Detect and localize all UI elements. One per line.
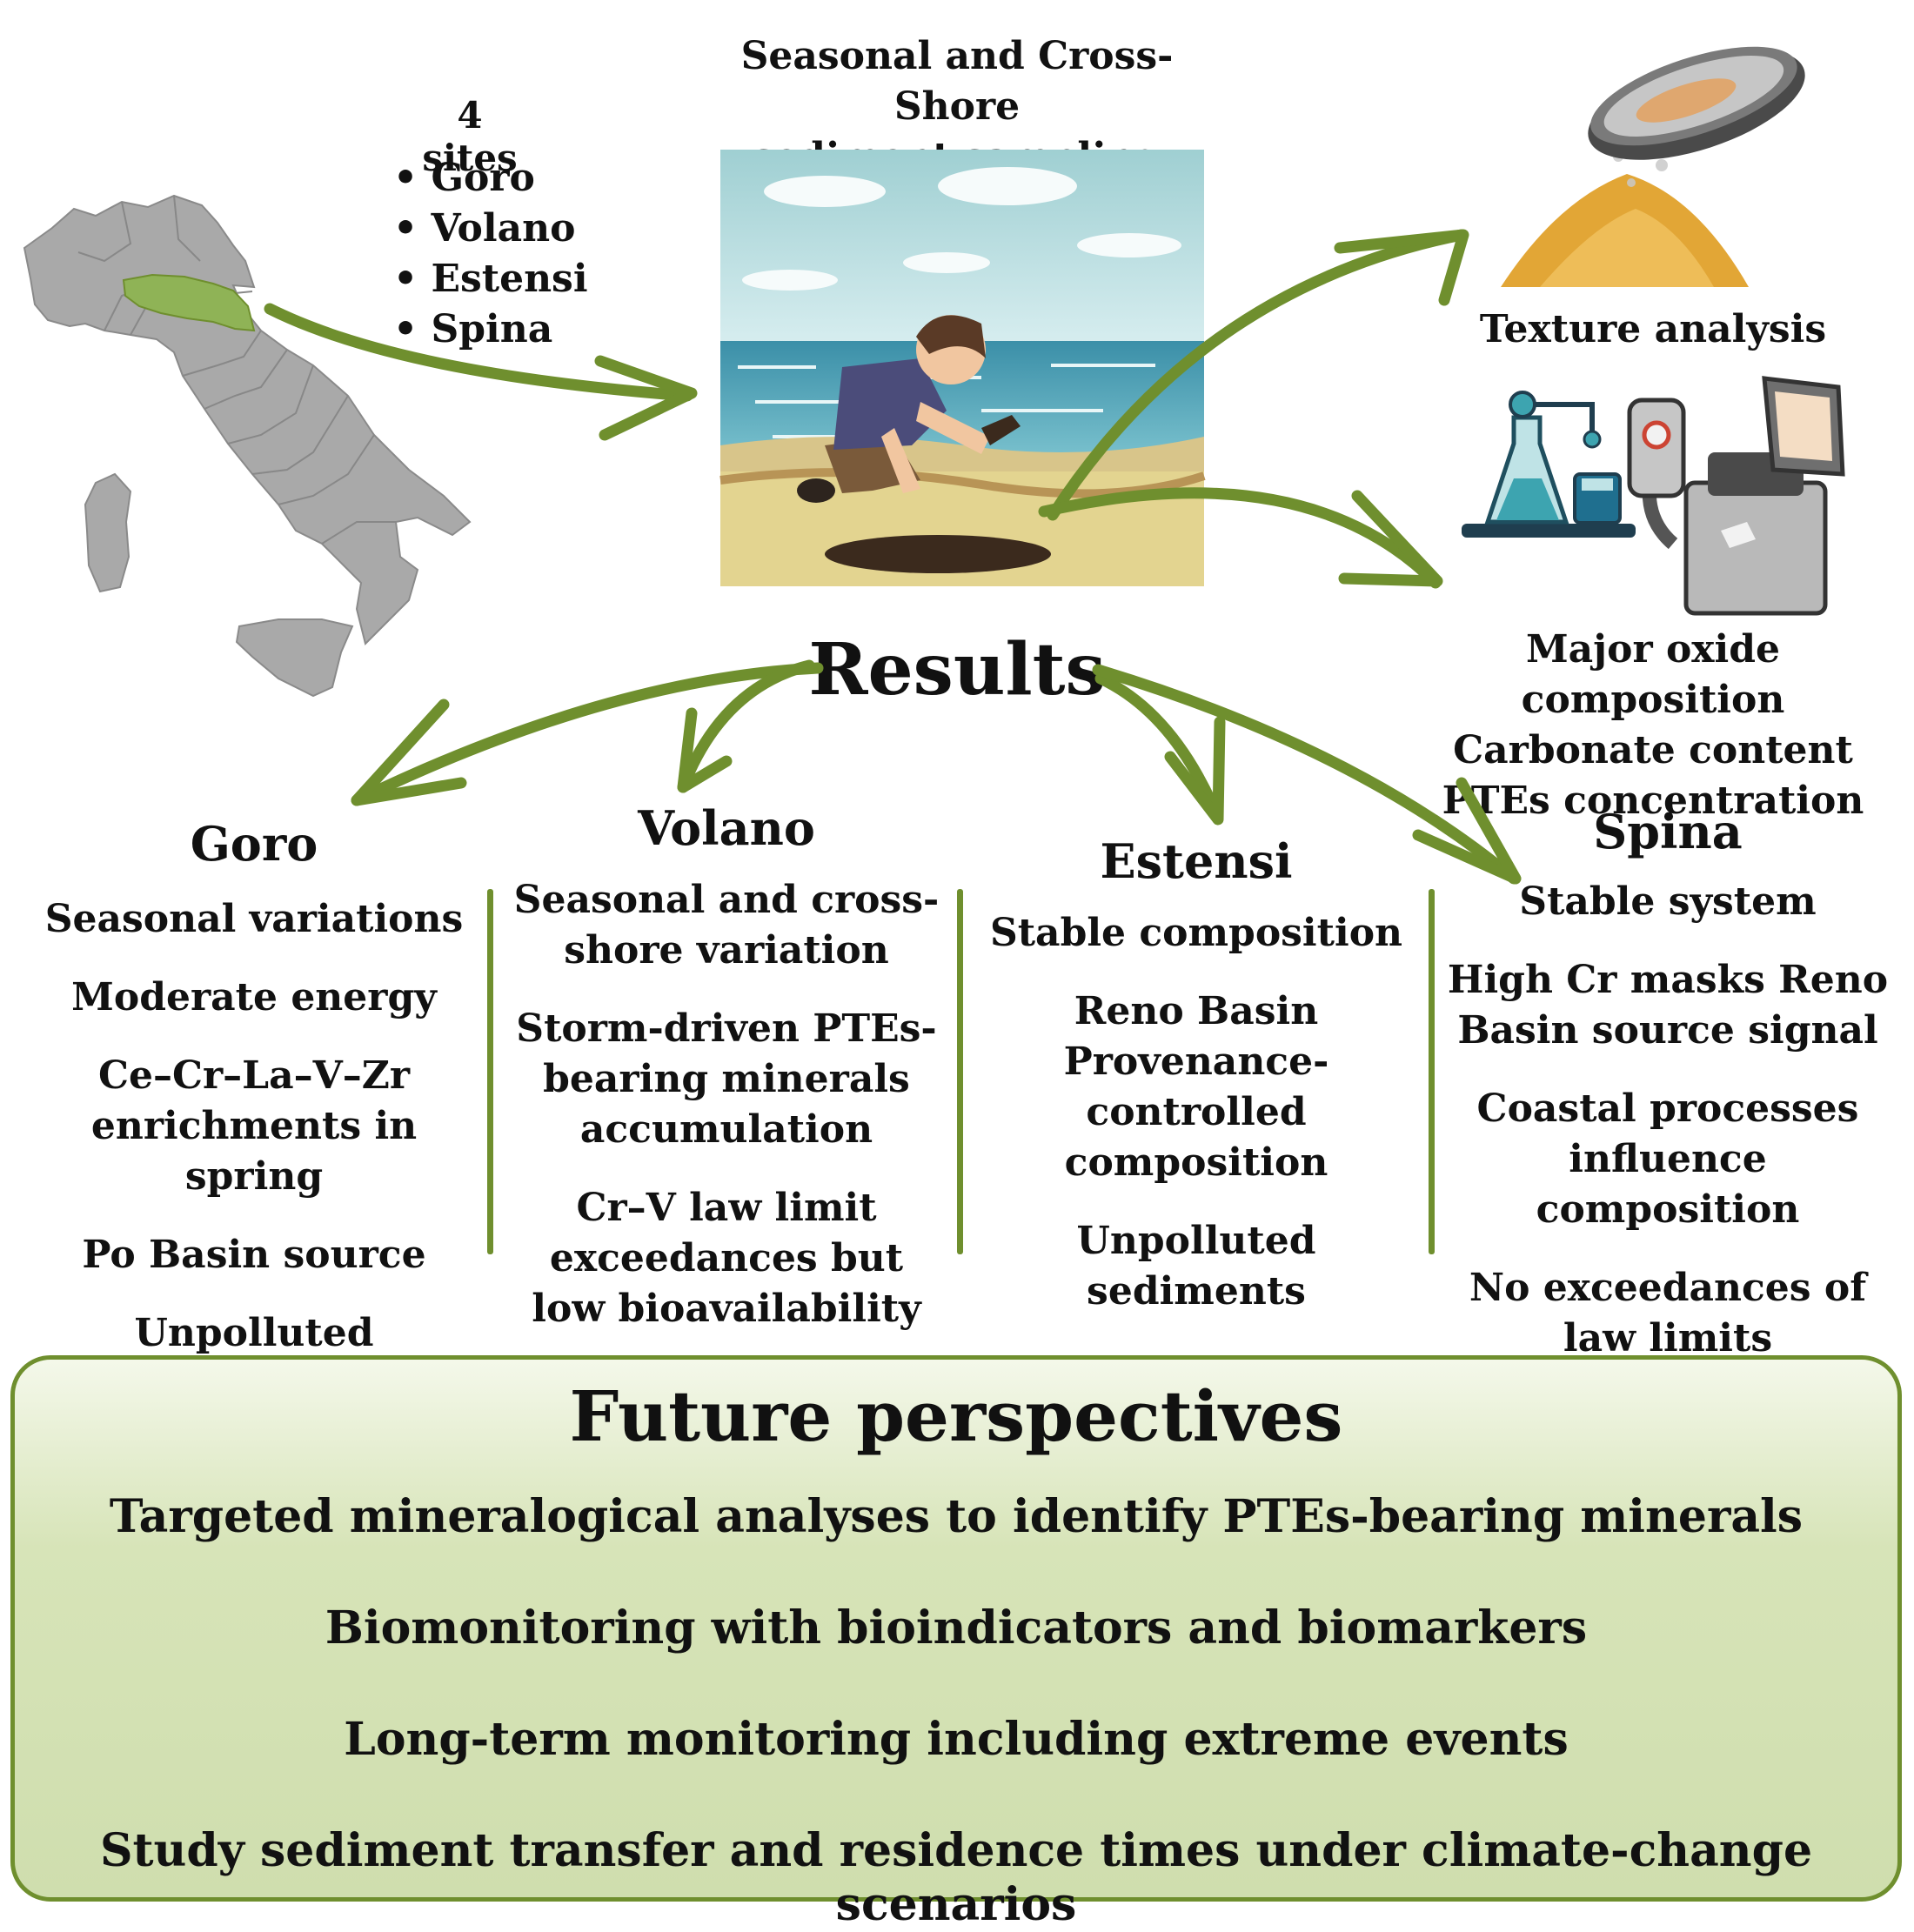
future-item: Long-term monitoring including extreme e… — [344, 1713, 1569, 1766]
result-column-volano: Volano Seasonal and cross-shore variatio… — [513, 800, 940, 1362]
result-column-goro: Goro Seasonal variations Moderate energy… — [24, 816, 484, 1437]
volano-item: Storm-driven PTEs-bearing minerals accum… — [516, 1006, 937, 1152]
future-perspectives-box: Future perspectives Targeted mineralogic… — [10, 1355, 1902, 1931]
sieve-sand-icon — [1501, 46, 1805, 287]
italy-map — [23, 194, 472, 698]
goro-item: Ce–Cr–La–V–Zr enrichments in spring — [90, 1053, 418, 1199]
result-column-estensi: Estensi Stable composition Reno Basin Pr… — [974, 833, 1418, 1345]
volano-item: Cr–V law limit exceedances but low bioav… — [532, 1186, 921, 1331]
site-item-goro: • Goro — [393, 156, 535, 200]
arrowhead-results-to-volano — [677, 707, 733, 793]
site-item-volano: • Volano — [393, 206, 576, 251]
results-title: Results — [808, 628, 1106, 712]
column-title-volano: Volano — [638, 800, 815, 856]
major-oxide-label: Major oxide composition — [1521, 627, 1785, 722]
ptes-concentration-label: PTEs concentration — [1442, 779, 1864, 823]
future-item: Biomonitoring with bioindicators and bio… — [325, 1601, 1588, 1655]
arrowhead-results-to-estensi — [1164, 716, 1226, 826]
estensi-item: Unpolluted sediments — [1076, 1219, 1316, 1314]
arrowhead-results-to-goro — [351, 699, 467, 806]
column-title-goro: Goro — [190, 816, 318, 872]
beach-sampling-illustration — [719, 150, 1206, 586]
xrf-instrument-icon — [1627, 376, 1845, 616]
goro-item: Seasonal variations — [44, 897, 464, 941]
arrow-beach-to-texture — [1047, 229, 1468, 521]
site-item-spina: • Spina — [393, 307, 553, 351]
arrowhead-beach-to-texture — [1334, 229, 1469, 306]
arrow-map-to-beach — [264, 303, 693, 402]
carbonate-content-label: Carbonate content — [1453, 728, 1853, 772]
column-title-spina: Spina — [1593, 804, 1743, 859]
arrow-results-to-volano — [677, 659, 815, 793]
column-divider — [1429, 889, 1435, 1254]
future-item: Study sediment transfer and residence ti… — [99, 1824, 1813, 1931]
volano-item: Seasonal and cross-shore variation — [513, 878, 940, 973]
arrowhead-beach-to-chemical — [1338, 490, 1443, 587]
sites-list: • Goro • Volano • Estensi • Spina — [393, 153, 588, 355]
arrow-beach-to-chemical — [1038, 487, 1442, 589]
arrowhead-results-to-spina — [1412, 777, 1522, 885]
arrow-results-to-spina — [1092, 664, 1520, 885]
estensi-item: Reno Basin Provenance-controlled composi… — [1063, 989, 1329, 1185]
site-item-estensi: • Estensi — [393, 257, 588, 301]
spina-item: No exceedances of law limits — [1469, 1266, 1867, 1360]
goro-item: Po Basin source — [82, 1233, 426, 1277]
chemical-analysis-labels: Major oxide composition Carbonate conten… — [1392, 625, 1914, 826]
sites-title: 4 sites — [422, 94, 518, 179]
lab-glassware-icon — [1462, 391, 1636, 538]
sampling-title-line1: Seasonal and Cross-Shore — [740, 34, 1174, 129]
future-perspectives-title: Future perspectives — [569, 1375, 1343, 1457]
goro-item: Moderate energy — [71, 975, 437, 1019]
future-item: Targeted mineralogical analyses to ident… — [109, 1490, 1804, 1543]
texture-analysis-label: Texture analysis — [1479, 307, 1827, 351]
arrowhead-map-to-beach — [594, 355, 698, 441]
spina-item: Stable system — [1519, 879, 1817, 924]
spina-item: Coastal processes influence composition — [1476, 1086, 1859, 1232]
column-divider — [957, 889, 963, 1254]
arrow-results-to-goro — [351, 662, 824, 806]
emilia-romagna-region — [122, 273, 256, 332]
estensi-item: Stable composition — [989, 911, 1403, 955]
column-divider — [487, 889, 493, 1254]
spina-item: High Cr masks Reno Basin source signal — [1447, 958, 1889, 1053]
arrow-results-to-estensi — [1094, 672, 1224, 824]
column-title-estensi: Estensi — [1100, 833, 1293, 889]
result-column-spina: Spina Stable system High Cr masks Reno B… — [1446, 804, 1890, 1392]
